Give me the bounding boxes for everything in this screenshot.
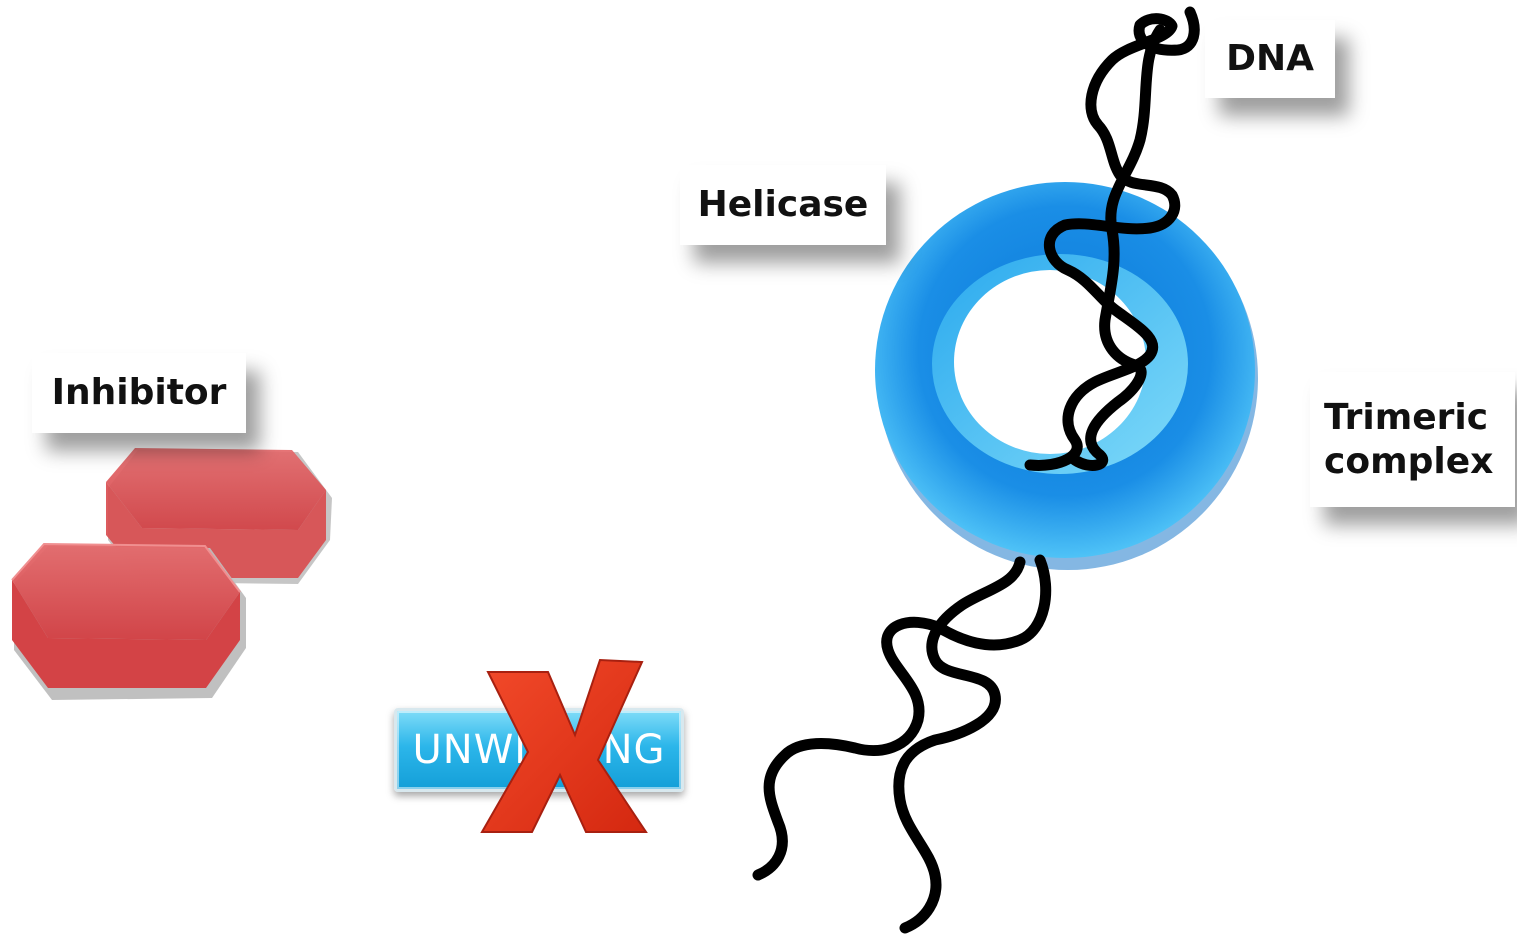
- inhibitor-hexagons-icon: [11, 448, 332, 700]
- helicase-ring-icon: [875, 182, 1258, 570]
- trimeric-complex-label: Trimeric complex: [1310, 372, 1515, 507]
- dna-strand-icon: [752, 6, 1200, 934]
- inhibitor-label: Inhibitor: [32, 353, 246, 433]
- unwinding-button: UNWINDING: [394, 708, 684, 792]
- helicase-label: Helicase: [680, 165, 886, 245]
- dna-label: DNA: [1205, 20, 1335, 98]
